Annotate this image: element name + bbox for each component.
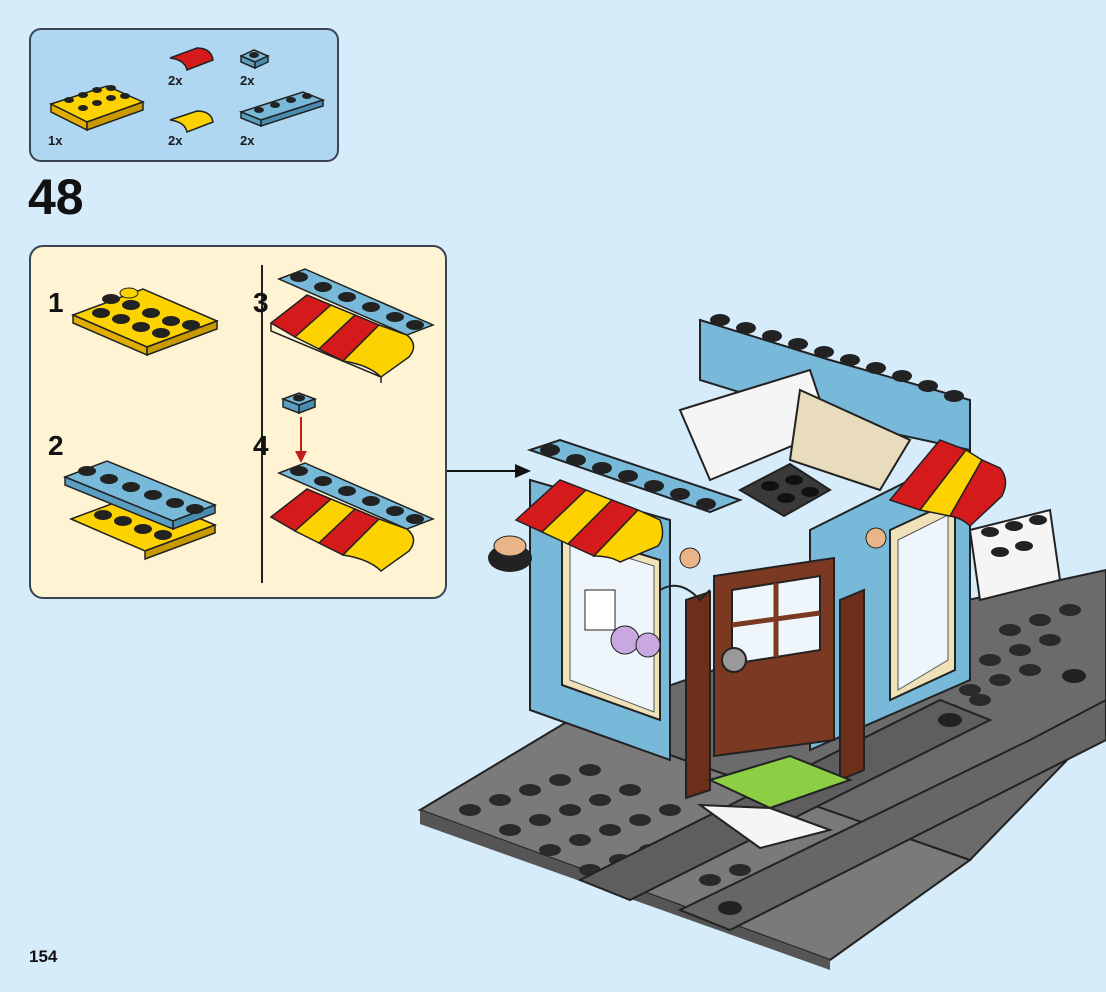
substep-label-3: 3 xyxy=(253,289,269,317)
red-curved-slope-icon xyxy=(167,44,217,72)
blue-plate-1x4-icon xyxy=(237,86,327,130)
substep-1-yellow-plate xyxy=(71,285,221,355)
substep-label-4: 4 xyxy=(253,432,269,460)
qty-yellow-slope: 2x xyxy=(168,133,182,148)
substep-label-1: 1 xyxy=(48,289,64,317)
substep-label-2: 2 xyxy=(48,432,64,460)
parts-list-panel: 1x 2x 2x 2x 2x xyxy=(29,28,339,162)
blue-plate-1x1-icon xyxy=(238,46,272,72)
substep-panel: 1 2 3 4 xyxy=(29,245,447,599)
building-model-illustration xyxy=(410,300,1106,970)
page-number: 154 xyxy=(29,947,57,967)
qty-blue-1x4: 2x xyxy=(240,133,254,148)
qty-yellow-plate: 1x xyxy=(48,133,62,148)
yellow-plate-2x4-icon xyxy=(47,78,147,138)
qty-red-slope: 2x xyxy=(168,73,182,88)
yellow-curved-slope-icon xyxy=(167,108,217,134)
substep-2-blue-on-yellow xyxy=(63,457,223,557)
step-number: 48 xyxy=(28,172,84,222)
